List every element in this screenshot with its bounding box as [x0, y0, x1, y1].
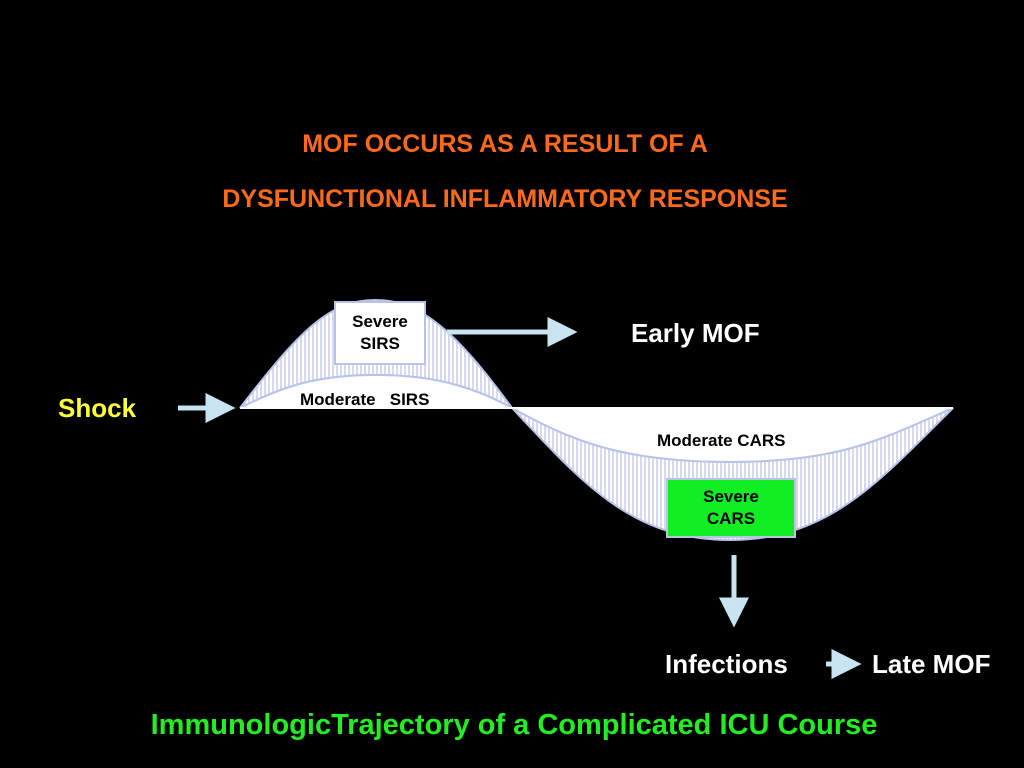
severe-sirs-line-2: SIRS	[360, 334, 400, 353]
slide-title-line-2: DYSFUNCTIONAL INFLAMMATORY RESPONSE	[222, 185, 788, 213]
sirs-moderate-region	[239, 373, 513, 409]
severe-cars-line-2: CARS	[706, 509, 756, 528]
slide-title-line-1: MOF OCCURS AS A RESULT OF A	[302, 130, 708, 158]
early-mof-label: Early MOF	[631, 318, 760, 348]
infections-label: Infections	[665, 649, 788, 679]
severe-sirs-box: Severe SIRS	[334, 301, 426, 365]
shock-label: Shock	[58, 393, 137, 423]
severe-sirs-line-1: Severe	[352, 312, 408, 331]
late-mof-label: Late MOF	[872, 649, 991, 679]
moderate-sirs-label: Moderate SIRS	[300, 390, 430, 409]
moderate-cars-label: Moderate CARS	[657, 431, 786, 450]
severe-cars-line-1: Severe	[703, 487, 759, 506]
footer-caption: ImmunologicTrajectory of a Complicated I…	[150, 709, 878, 741]
severe-cars-box: Severe CARS	[666, 478, 796, 538]
